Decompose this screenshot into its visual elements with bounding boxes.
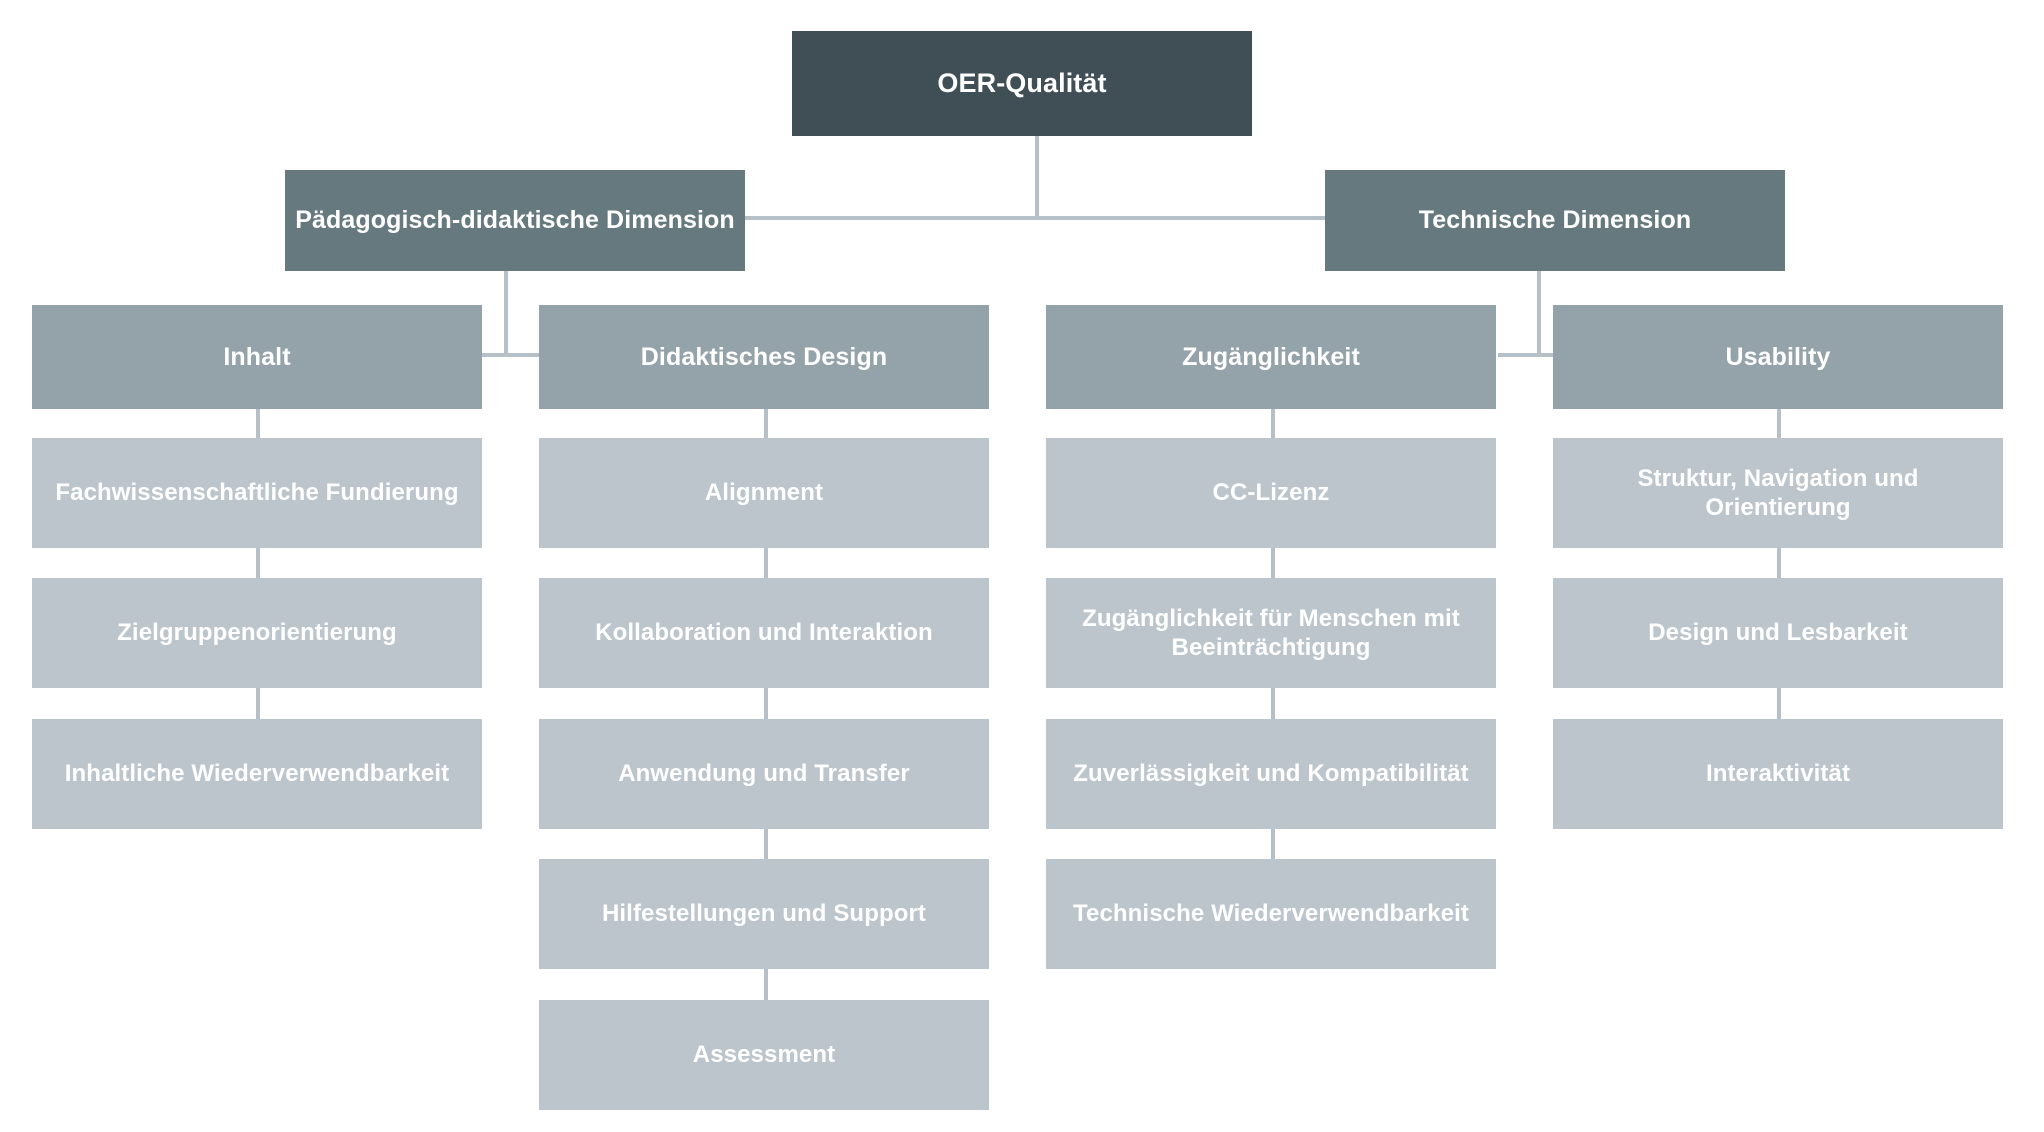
node-hilfestellungen-und-support[interactable]: Hilfestellungen und Support	[539, 859, 989, 969]
connector-usability-2	[1777, 547, 1781, 580]
node-label: Zugänglichkeit für Menschen mit Beeinträ…	[1082, 604, 1460, 661]
node-label: Didaktisches Design	[640, 342, 888, 371]
node-zugaenglichkeit-fuer-menschen-mit-beeintraechtigung[interactable]: Zugänglichkeit für Menschen mit Beeinträ…	[1046, 578, 1496, 688]
node-label: Technische Dimension	[1418, 206, 1692, 235]
connector-usability-3	[1777, 687, 1781, 720]
node-inhaltliche-wiederverwendbarkeit[interactable]: Inhaltliche Wiederverwendbarkeit	[32, 719, 482, 829]
connector-root-stem	[1035, 135, 1039, 220]
connector-didaktisches-design-2	[764, 547, 768, 580]
node-label: OER-Qualität	[937, 68, 1107, 99]
connector-didaktisches-design-5	[764, 968, 768, 1001]
node-label: Technische Wiederverwendbarkeit	[1073, 900, 1469, 928]
node-struktur-navigation-und-orientierung[interactable]: Struktur, Navigation und Orientierung	[1553, 438, 2003, 548]
node-label: Interaktivität	[1705, 760, 1851, 788]
node-label: Assessment	[692, 1041, 836, 1069]
node-label: CC-Lizenz	[1212, 479, 1330, 507]
node-usability[interactable]: Usability	[1553, 305, 2003, 409]
node-label: Alignment	[704, 479, 824, 507]
node-zugaenglichkeit[interactable]: Zugänglichkeit	[1046, 305, 1496, 409]
node-label: Inhalt	[223, 342, 291, 371]
node-label: Anwendung und Transfer	[618, 760, 910, 788]
connector-inhalt-3	[256, 687, 260, 720]
connector-paedagogisch-stem	[504, 270, 508, 355]
node-anwendung-und-transfer[interactable]: Anwendung und Transfer	[539, 719, 989, 829]
node-inhalt[interactable]: Inhalt	[32, 305, 482, 409]
node-technische-wiederverwendbarkeit[interactable]: Technische Wiederverwendbarkeit	[1046, 859, 1496, 969]
connector-technische-crossbar	[1498, 353, 1557, 357]
node-didaktisches-design[interactable]: Didaktisches Design	[539, 305, 989, 409]
connector-zugaenglichkeit-3	[1271, 687, 1275, 720]
connector-usability-1	[1777, 408, 1781, 439]
connector-inhalt-2	[256, 547, 260, 580]
connector-didaktisches-design-3	[764, 687, 768, 720]
connector-zugaenglichkeit-4	[1271, 828, 1275, 861]
node-assessment[interactable]: Assessment	[539, 1000, 989, 1110]
node-label: Zugänglichkeit	[1182, 342, 1360, 371]
connector-zugaenglichkeit-2	[1271, 547, 1275, 580]
node-kollaboration-und-interaktion[interactable]: Kollaboration und Interaktion	[539, 578, 989, 688]
connector-inhalt-1	[256, 408, 260, 439]
connector-didaktisches-design-1	[764, 408, 768, 439]
connector-root-crossbar	[742, 216, 1329, 220]
node-zuverlaessigkeit-und-kompatibilitaet[interactable]: Zuverlässigkeit und Kompatibilität	[1046, 719, 1496, 829]
node-cc-lizenz[interactable]: CC-Lizenz	[1046, 438, 1496, 548]
node-paedagogisch-didaktische-dimension[interactable]: Pädagogisch-didaktische Dimension	[285, 170, 745, 271]
node-label: Usability	[1725, 342, 1831, 371]
node-label: Pädagogisch-didaktische Dimension	[295, 206, 735, 235]
node-label: Fachwissenschaftliche Fundierung	[55, 479, 459, 507]
node-fachwissenschaftliche-fundierung[interactable]: Fachwissenschaftliche Fundierung	[32, 438, 482, 548]
node-label: Zielgruppenorientierung	[117, 619, 397, 647]
node-label: Inhaltliche Wiederverwendbarkeit	[64, 760, 450, 788]
node-design-und-lesbarkeit[interactable]: Design und Lesbarkeit	[1553, 578, 2003, 688]
node-alignment[interactable]: Alignment	[539, 438, 989, 548]
node-label: Design und Lesbarkeit	[1648, 619, 1908, 647]
node-zielgruppenorientierung[interactable]: Zielgruppenorientierung	[32, 578, 482, 688]
connector-didaktisches-design-4	[764, 828, 768, 861]
node-technische-dimension[interactable]: Technische Dimension	[1325, 170, 1785, 271]
connector-paedagogisch-crossbar	[481, 353, 540, 357]
node-oer-qualitaet[interactable]: OER-Qualität	[792, 31, 1252, 136]
connector-zugaenglichkeit-1	[1271, 408, 1275, 439]
connector-technische-stem	[1537, 270, 1541, 355]
node-label: Zuverlässigkeit und Kompatibilität	[1073, 760, 1469, 788]
node-label: Hilfestellungen und Support	[601, 900, 927, 928]
node-label: Struktur, Navigation und Orientierung	[1637, 464, 1919, 521]
node-label: Kollaboration und Interaktion	[595, 619, 933, 647]
node-interaktivitaet[interactable]: Interaktivität	[1553, 719, 2003, 829]
